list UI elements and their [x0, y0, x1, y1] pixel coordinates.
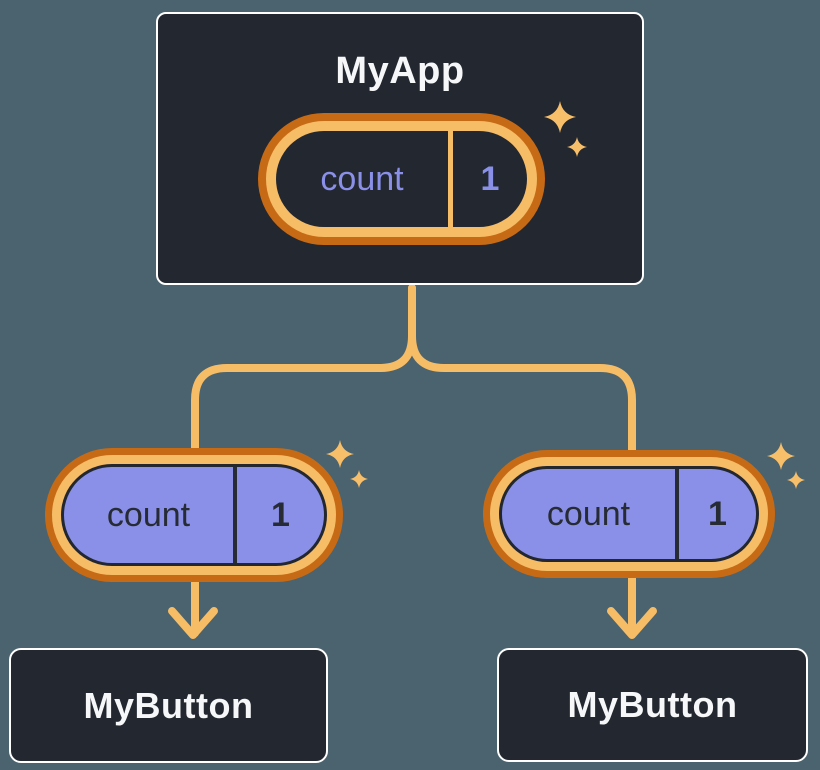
arrow-down-icon	[168, 607, 218, 639]
arrow-down-icon	[607, 607, 657, 639]
child-state-pill-right: count 1	[483, 450, 775, 578]
pill-core: count 1	[502, 469, 756, 559]
child-component-title: MyButton	[567, 684, 738, 725]
state-value: 1	[708, 494, 727, 533]
root-component-title: MyApp	[335, 50, 465, 92]
pill-core: count 1	[64, 467, 324, 563]
state-name: count	[546, 494, 631, 533]
state-name: count	[106, 495, 191, 534]
child-component-card-left: MyButton	[9, 648, 328, 763]
pill-core: count 1	[276, 131, 527, 227]
state-value: 1	[480, 159, 500, 198]
state-name: count	[320, 159, 404, 198]
root-state-pill: count 1	[258, 113, 545, 245]
pill-divider	[448, 131, 453, 227]
child-state-pill-left: count 1	[45, 448, 343, 582]
child-component-card-right: MyButton	[497, 648, 808, 762]
child-component-title: MyButton	[83, 684, 254, 726]
pill-divider	[675, 469, 679, 559]
